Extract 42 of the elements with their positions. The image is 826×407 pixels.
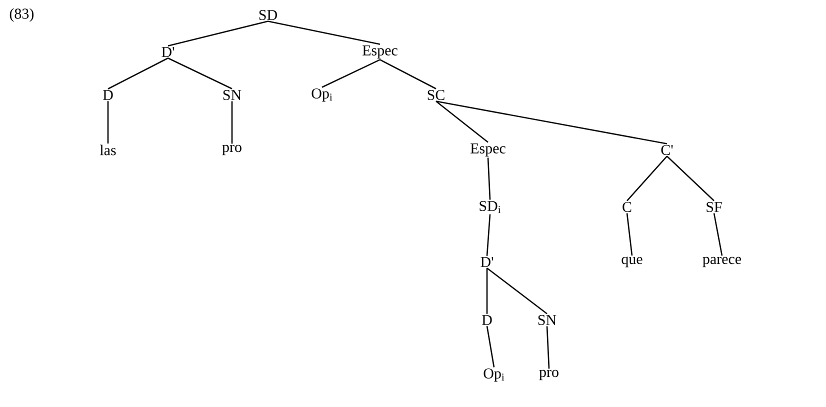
tree-label: SF [706,202,722,212]
tree-branch [626,156,668,202]
tree-label: SN [538,314,556,326]
tree-label: SC [428,90,444,100]
tree-branch [436,100,668,144]
tree-label: D' [162,47,174,57]
tree-label: SN [223,90,242,100]
tree-branch [231,101,233,144]
tree-label: Op$_{i}$ [312,88,332,102]
tree-branch [108,58,168,90]
tree-branch [487,158,491,200]
tree-branch [168,20,268,46]
tree-branch [713,213,723,256]
tree-branch [168,58,232,90]
tree-label: D' [480,257,494,267]
tree-label: Op$_{i}$ [484,368,504,382]
tree-label: las [100,144,116,156]
tree-label: D [103,90,113,100]
tree-branch [626,213,633,256]
tree-branch [486,268,548,314]
tree-branch [380,59,436,90]
tree-label: que [622,256,642,268]
tree-branch [546,326,550,369]
tree-label: SD [259,10,277,20]
tree-branch [486,214,491,256]
tree-label: D [482,315,492,325]
tree-branch [268,20,380,45]
tree-label: parece [702,256,742,268]
tree-label: pro [539,370,558,380]
tree-branch [322,59,380,88]
tree-label: SD$_{i}$ [480,200,501,214]
tree-branch [486,326,495,368]
example-number: (83) [10,8,34,22]
tree-branch [107,101,109,144]
tree-label: Espec [362,46,398,59]
tree-branch [666,156,714,202]
tree-label: C' [661,144,673,156]
tree-branch [436,100,488,143]
tree-branch [486,268,488,314]
tree-label: C [622,202,632,212]
tree-label: pro [222,144,242,156]
tree-label: Espec [470,144,506,157]
